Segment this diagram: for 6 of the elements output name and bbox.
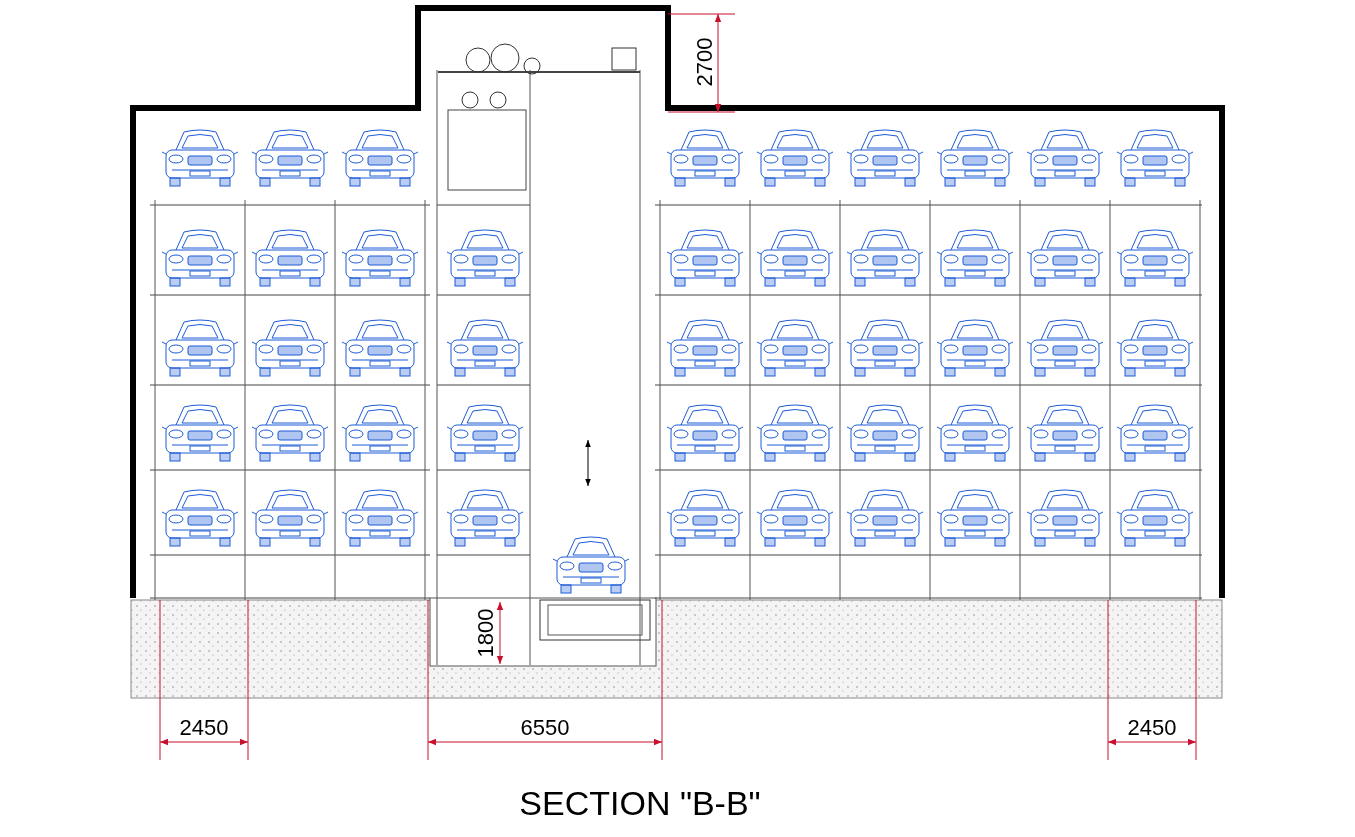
dimension-label: 2700 <box>694 37 716 87</box>
dimension-label: 1800 <box>475 608 497 658</box>
dimension-label: 6550 <box>520 717 570 739</box>
dimension-label: 2450 <box>179 717 229 739</box>
section-title: SECTION "B-B" <box>519 786 761 820</box>
dimension-label: 2450 <box>1127 717 1177 739</box>
